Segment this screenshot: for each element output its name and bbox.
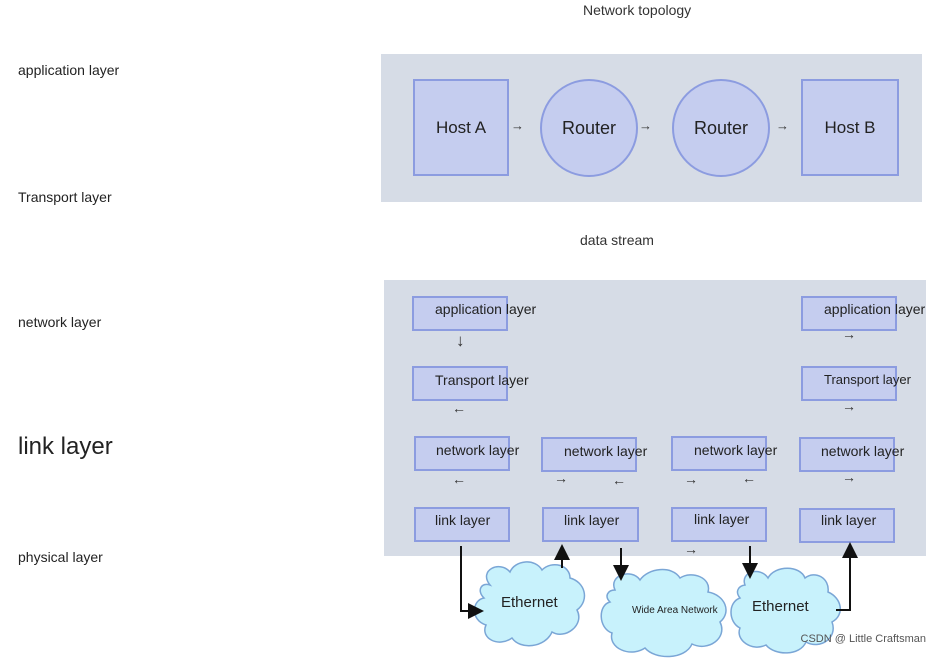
col1-link-label: link layer [435, 512, 491, 528]
ethernet-1-label: Ethernet [501, 594, 558, 611]
arrow-icon: → [639, 118, 652, 133]
wan-cloud-icon [600, 568, 727, 658]
wan-label: Wide Area Network [632, 605, 718, 616]
col3-link-label: link layer [694, 511, 750, 527]
side-label-link: link layer [18, 433, 113, 460]
col1-transport-label: Transport layer [435, 372, 529, 388]
col4-transport-box [801, 366, 897, 401]
col4-network-box [799, 437, 895, 472]
arrow-icon: → [511, 118, 524, 133]
arrow-left-icon: ← [742, 470, 756, 486]
data-stream-title: data stream [580, 232, 654, 248]
col3-network-box [671, 436, 767, 471]
host-a-label: Host A [435, 117, 487, 137]
col2-link-box [542, 507, 639, 542]
col1-network-label: network layer [436, 442, 520, 458]
side-label-network: network layer [18, 314, 102, 330]
col4-application-box [801, 296, 897, 331]
arrow-left-icon: ← [452, 400, 466, 416]
col1-application-box [412, 296, 508, 331]
arrow-right-icon: → [684, 541, 698, 557]
col1-link-box [414, 507, 510, 542]
col2-network-label: network layer [564, 443, 648, 459]
arrow-right-icon: → [842, 398, 856, 414]
col2-network-box [541, 437, 637, 472]
watermark: CSDN @ Little Craftsman [800, 633, 926, 645]
side-label-transport: Transport layer [18, 189, 112, 205]
ethernet-cloud-2-icon [730, 567, 841, 654]
col3-network-label: network layer [694, 442, 778, 458]
host-b-label: Host B [824, 117, 876, 137]
col3-link-box [671, 507, 767, 542]
host-b-node: Host B [801, 79, 899, 176]
col4-application-label: application layer [824, 301, 926, 317]
side-label-physical: physical layer [18, 549, 103, 565]
topology-title: Network topology [583, 2, 692, 18]
col4-transport-label: Transport layer [824, 372, 911, 387]
side-label-application: application layer [18, 62, 120, 78]
router-1-node: Router [540, 79, 638, 177]
arrow-left-icon: ← [612, 472, 626, 488]
arrow-icon: → [776, 118, 789, 133]
router-2-node: Router [672, 79, 770, 177]
connector-link1-to-ethernet1 [460, 546, 484, 619]
arrow-right-icon: → [842, 469, 856, 485]
col4-link-label: link layer [821, 512, 877, 528]
col1-network-box [414, 436, 510, 471]
col2-link-label: link layer [564, 512, 620, 528]
arrow-right-icon: → [684, 471, 698, 487]
connector-ethernet2-to-link4 [836, 542, 858, 611]
ethernet-2-label: Ethernet [752, 598, 809, 615]
arrow-down-icon: ↓ [456, 331, 465, 350]
arrow-left-icon: ← [452, 471, 466, 487]
router-2-label: Router [693, 117, 749, 138]
router-1-label: Router [561, 117, 617, 138]
host-a-node: Host A [413, 79, 509, 176]
arrow-right-icon: → [554, 470, 568, 486]
col1-application-label: application layer [435, 301, 537, 317]
col4-network-label: network layer [821, 443, 905, 459]
arrow-right-icon: → [842, 326, 856, 342]
col1-transport-box [412, 366, 508, 401]
topology-panel: Host A → Router → Router → Host B [381, 54, 922, 202]
